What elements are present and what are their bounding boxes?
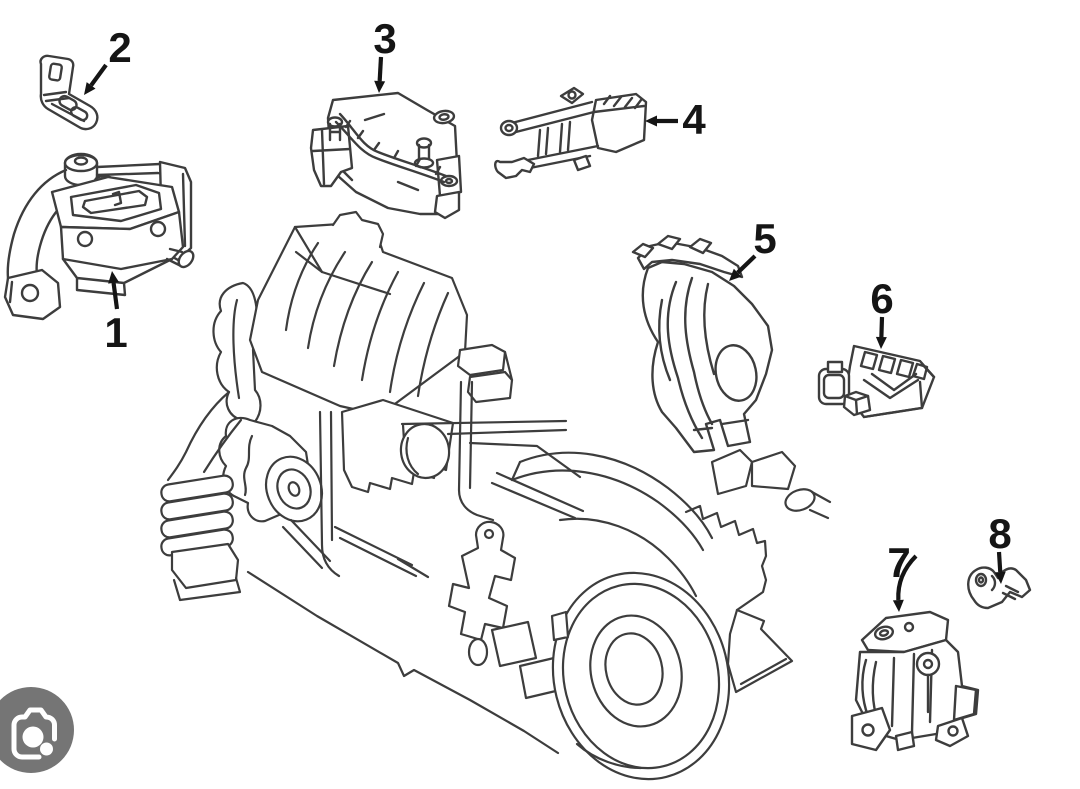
callout-arrowhead-3 — [374, 80, 386, 93]
engine-assembly-drawing — [160, 210, 832, 781]
callout-5: 5 — [729, 215, 777, 281]
part-number-8: 8 — [988, 510, 1011, 557]
part-number-6: 6 — [870, 275, 893, 322]
throttle-body — [399, 422, 451, 480]
callout-arrow-1 — [111, 282, 120, 310]
part-number-7: 7 — [887, 539, 910, 586]
flywheel-outer — [551, 571, 731, 781]
callout-arrow-5 — [736, 254, 757, 275]
callout-arrowhead-1 — [108, 271, 120, 284]
callout-arrow-3 — [377, 56, 384, 82]
part-number-5: 5 — [753, 215, 776, 262]
callout-4: 4 — [645, 96, 706, 143]
callout-3: 3 — [373, 15, 397, 93]
callout-arrowhead-6 — [875, 336, 887, 349]
camera-icon — [11, 707, 57, 760]
callout-arrowhead-7 — [892, 599, 904, 612]
callout-arrow-7 — [896, 554, 918, 601]
callout-8: 8 — [988, 510, 1012, 584]
callout-arrow-8 — [996, 551, 1003, 573]
callout-arrowhead-5 — [729, 268, 742, 281]
google-lens-button[interactable] — [0, 687, 74, 773]
callout-1: 1 — [104, 271, 128, 356]
part-number-1: 1 — [104, 309, 127, 356]
part-number-4: 4 — [682, 96, 706, 143]
flex-pipe-bellows — [160, 474, 242, 602]
callout-arrow-6 — [879, 316, 885, 338]
part-number-3: 3 — [373, 15, 396, 62]
callout-7: 7 — [887, 539, 918, 612]
part-6-drawing — [817, 344, 936, 419]
callout-arrowhead-8 — [994, 571, 1006, 584]
part-number-2: 2 — [108, 24, 131, 71]
callout-arrow-2 — [89, 63, 108, 87]
callout-arrowhead-4 — [645, 115, 657, 127]
callout-2: 2 — [84, 24, 132, 95]
callout-layer: 1 2 3 4 5 6 7 8 — [84, 15, 1012, 612]
part-1-drawing — [3, 152, 195, 321]
part-7-drawing — [850, 610, 980, 752]
crank-pulley — [264, 455, 324, 523]
part-5-drawing — [631, 234, 774, 454]
part-4-drawing — [494, 86, 648, 180]
part-2-drawing — [39, 54, 99, 131]
callout-6: 6 — [870, 275, 894, 349]
part-3-drawing — [309, 91, 463, 220]
callout-arrowhead-2 — [84, 82, 96, 95]
intake-manifold — [248, 221, 469, 417]
gearbox-wedge — [726, 608, 794, 694]
